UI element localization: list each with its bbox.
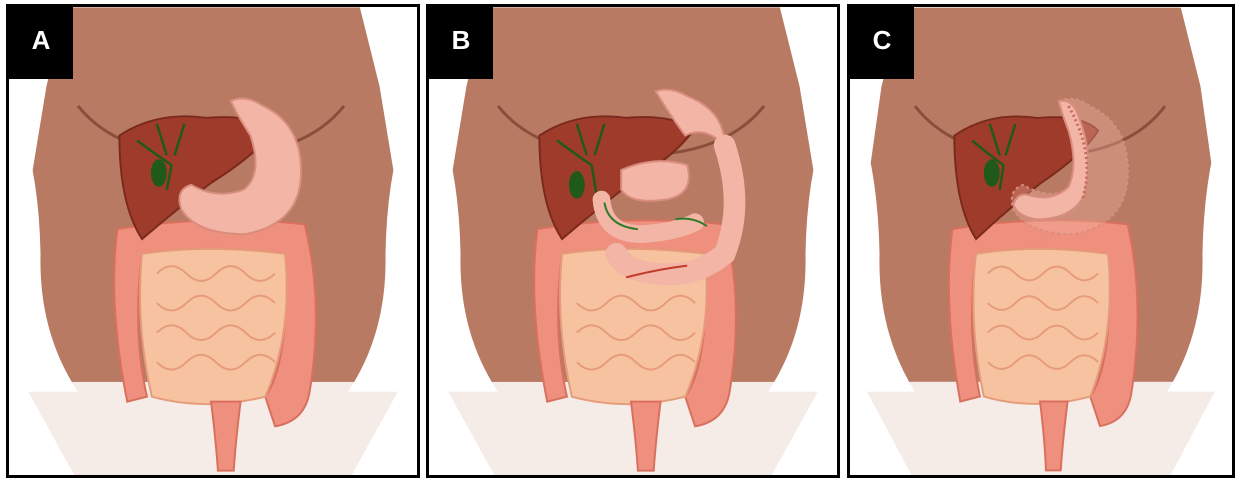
panel-a-label: A xyxy=(9,7,73,79)
gallbladder xyxy=(151,159,167,187)
panel-c-label: C xyxy=(850,7,914,79)
gallbladder xyxy=(984,159,1000,187)
bypassed-stomach xyxy=(621,161,689,201)
panel-a: A xyxy=(6,4,420,478)
panel-c: C xyxy=(847,4,1235,478)
gallbladder xyxy=(569,171,585,199)
panel-b: B xyxy=(426,4,840,478)
panel-b-label: B xyxy=(429,7,493,79)
small-intestine xyxy=(140,249,287,404)
small-intestine xyxy=(973,249,1109,404)
